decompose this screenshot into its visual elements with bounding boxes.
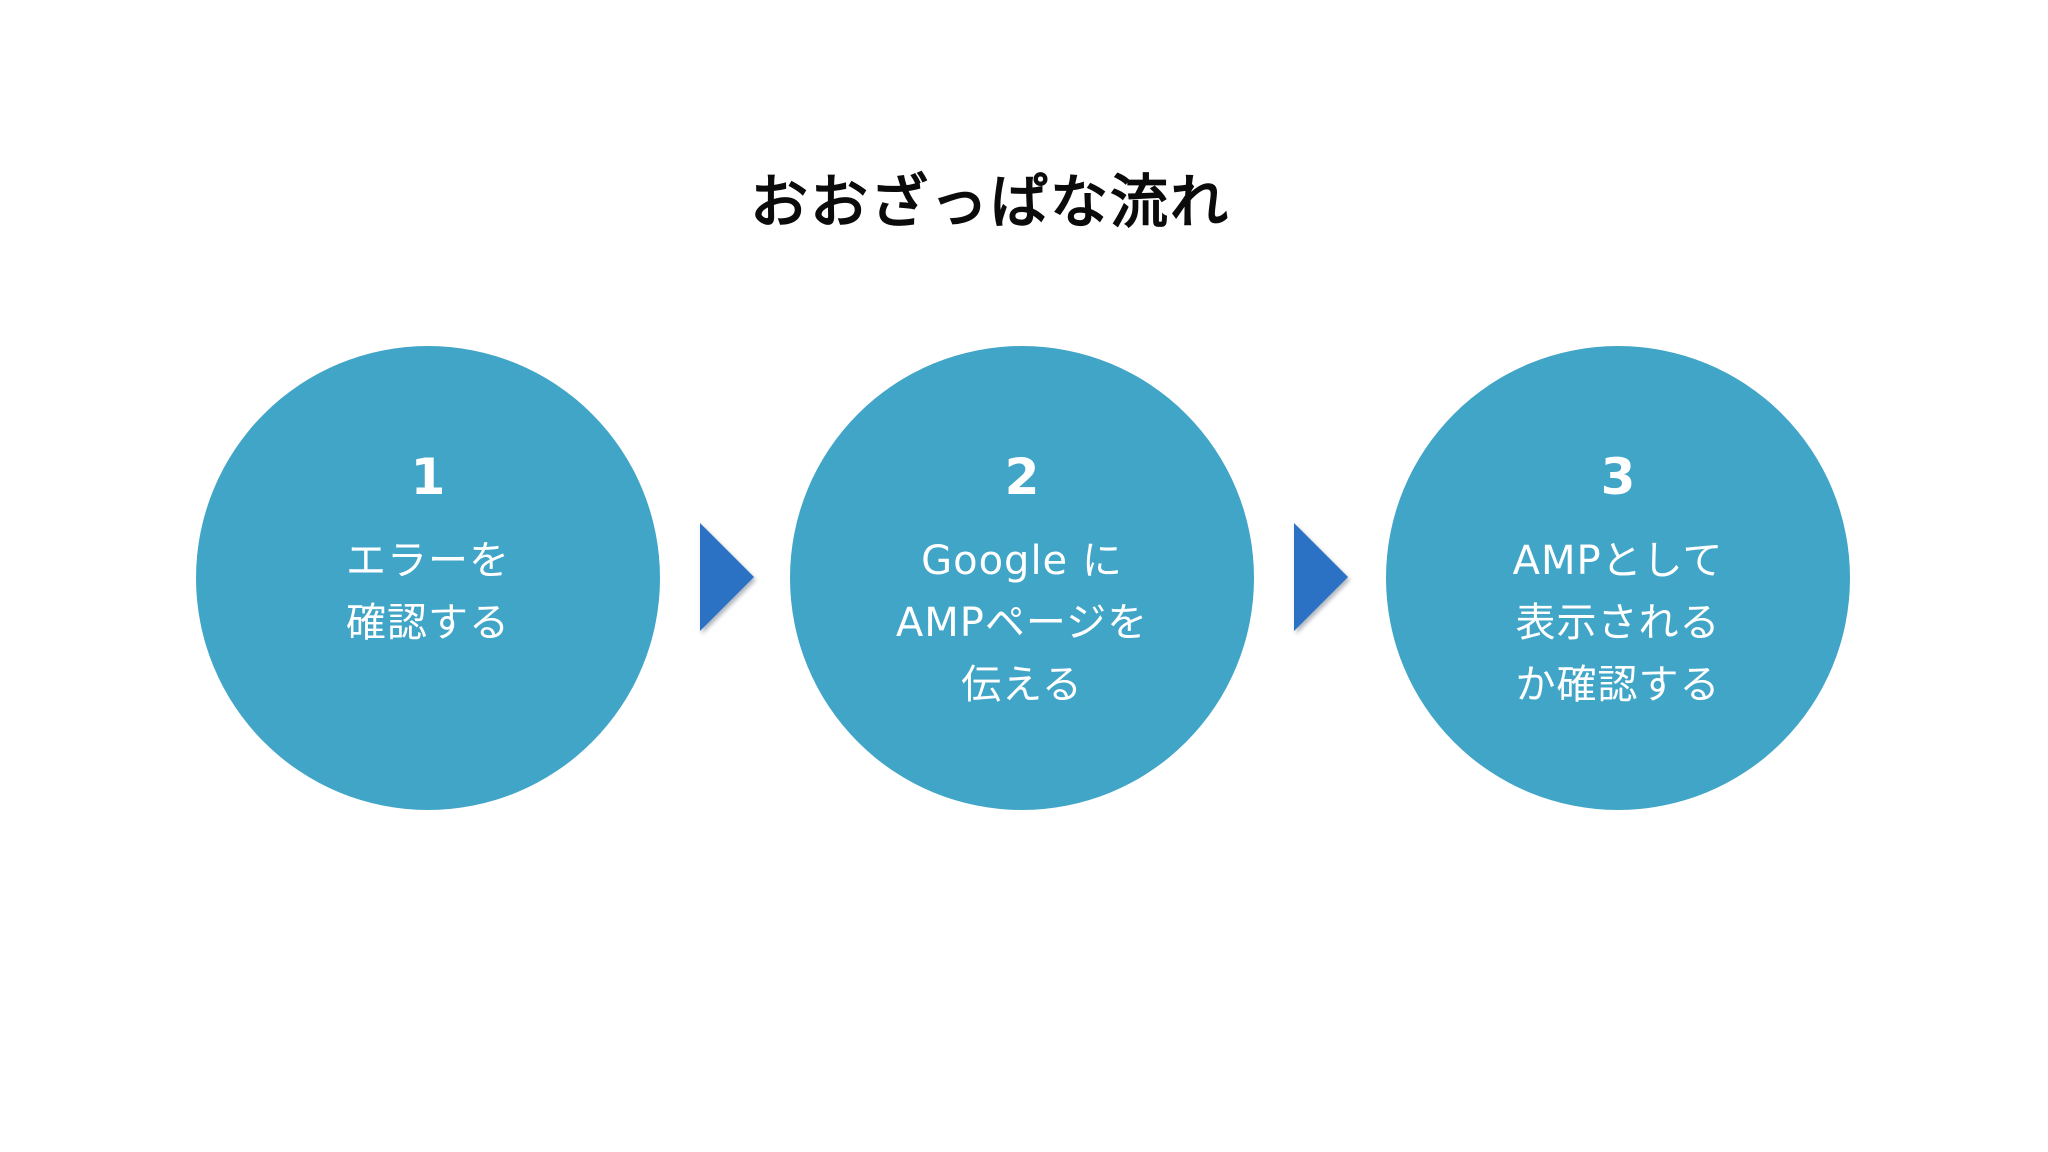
slide-title: おおざっぱな流れ — [749, 167, 1231, 236]
right-arrow-icon — [700, 523, 754, 631]
step-circle-2: 2 Google に AMPページを 伝える — [790, 346, 1254, 810]
step-number: 3 — [1600, 448, 1636, 506]
step-number: 2 — [1004, 448, 1040, 506]
step-number: 1 — [410, 448, 446, 506]
step-label-line: か確認する — [1515, 662, 1721, 708]
step-label-line: 伝える — [961, 662, 1083, 708]
step-circle-1: 1 エラーを 確認する — [196, 346, 660, 810]
step-label-line: 確認する — [346, 600, 510, 646]
right-arrow-icon — [1294, 523, 1348, 631]
step-label-line: AMPページを — [895, 600, 1149, 646]
step-label-line: Google に — [921, 538, 1123, 584]
step-label-line: AMPとして — [1512, 538, 1724, 584]
step-label-line: エラーを — [346, 538, 510, 584]
step-label-line: 表示される — [1515, 600, 1721, 646]
step-circle-3: 3 AMPとして 表示される か確認する — [1386, 346, 1850, 810]
